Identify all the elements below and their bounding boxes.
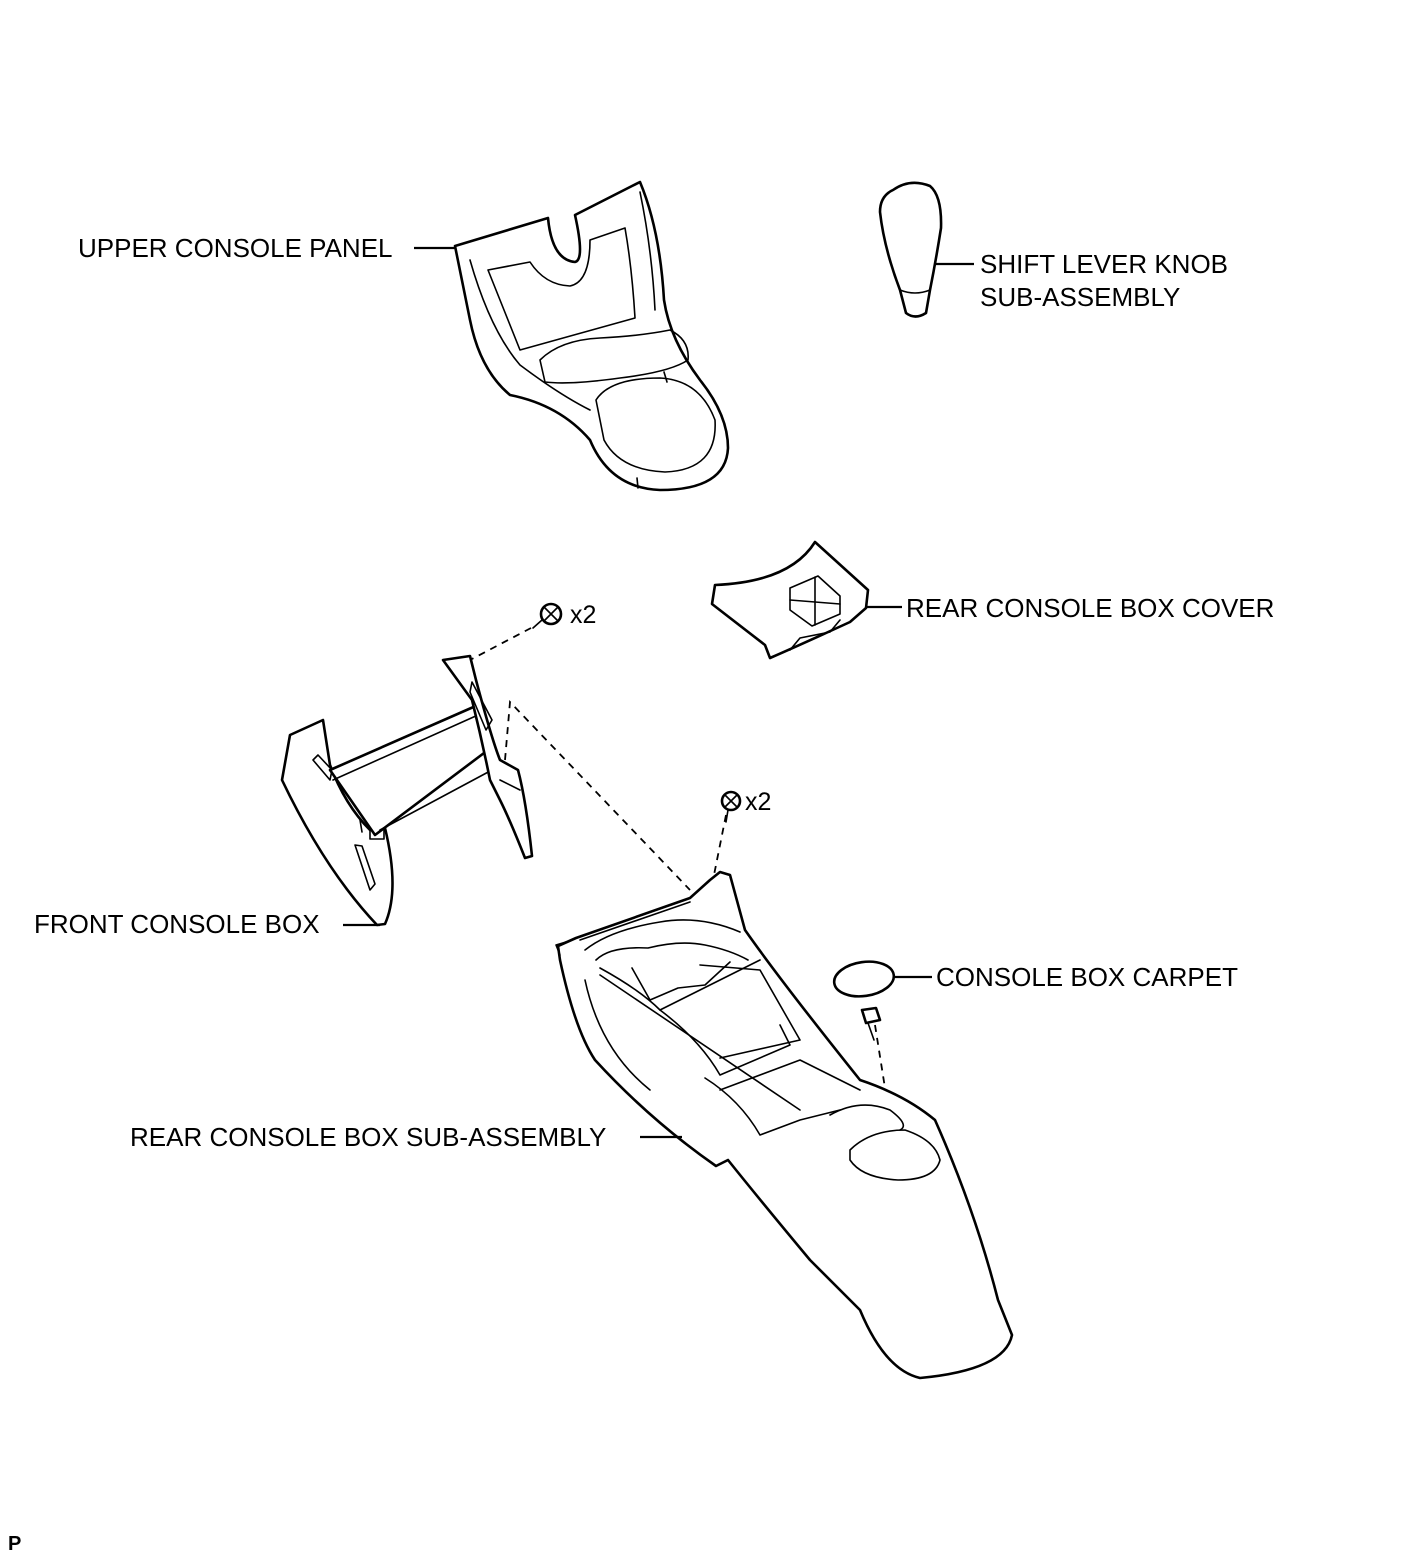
- label-screw-qty-lower: x2: [745, 788, 772, 816]
- shift-lever-knob-part: [878, 181, 943, 318]
- screw-upper: [532, 602, 563, 629]
- label-screw-qty-upper: x2: [570, 601, 597, 629]
- label-console-box-carpet: CONSOLE BOX CARPET: [936, 962, 1238, 992]
- corner-mark: P: [8, 1533, 22, 1555]
- label-rear-console-box-cover: REAR CONSOLE BOX COVER: [906, 593, 1275, 623]
- console-box-carpet-part: [832, 960, 896, 998]
- front-console-box-part: [280, 654, 534, 927]
- rear-console-box-sub-assembly-part: [555, 870, 1014, 1380]
- bolt-part: [860, 1006, 882, 1041]
- label-shift-lever-knob-line1: SHIFT LEVER KNOB: [980, 249, 1229, 279]
- label-upper-console-panel: UPPER CONSOLE PANEL: [78, 233, 393, 263]
- upper-console-panel-part: [453, 180, 730, 492]
- label-shift-lever-knob-line2: SUB-ASSEMBLY: [980, 282, 1181, 312]
- rear-console-box-cover-part: [710, 540, 870, 660]
- label-rear-console-box-sub-assembly: REAR CONSOLE BOX SUB-ASSEMBLY: [130, 1122, 607, 1152]
- screw-lower: [720, 790, 742, 823]
- label-front-console-box: FRONT CONSOLE BOX: [34, 909, 320, 939]
